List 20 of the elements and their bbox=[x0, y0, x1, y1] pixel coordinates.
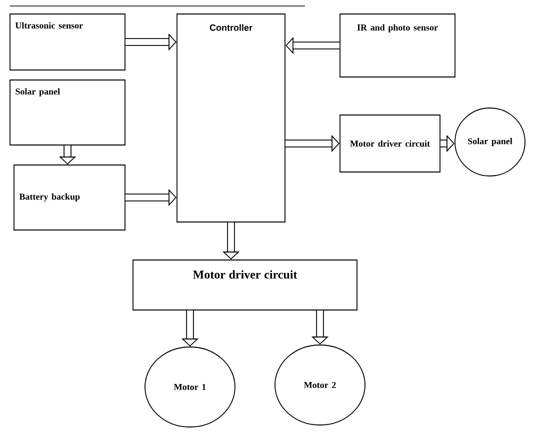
node-label: Solar panel bbox=[468, 138, 512, 146]
node-label: Motor 2 bbox=[304, 382, 336, 388]
ellipse-node bbox=[144, 346, 236, 428]
block-box bbox=[176, 14, 286, 222]
ellipse-node bbox=[274, 344, 366, 426]
node-label: Solar panel bbox=[16, 88, 60, 96]
ellipse-node bbox=[454, 108, 526, 176]
block-box bbox=[10, 80, 126, 146]
block-box bbox=[340, 14, 456, 78]
node-label: Motor 1 bbox=[174, 384, 206, 390]
node-label: IR and photo sensor bbox=[357, 24, 438, 32]
node-label: Ultrasonic sensor bbox=[15, 22, 83, 29]
block-box bbox=[132, 260, 358, 310]
block-box bbox=[10, 14, 126, 70]
block-box bbox=[14, 164, 126, 230]
node-label: Motor driver circuit bbox=[350, 140, 430, 147]
node-label: Motor driver circuit bbox=[193, 270, 298, 279]
node-label: Battery backup bbox=[19, 193, 80, 202]
block-box bbox=[340, 114, 440, 172]
node-label: Controller bbox=[210, 24, 252, 31]
